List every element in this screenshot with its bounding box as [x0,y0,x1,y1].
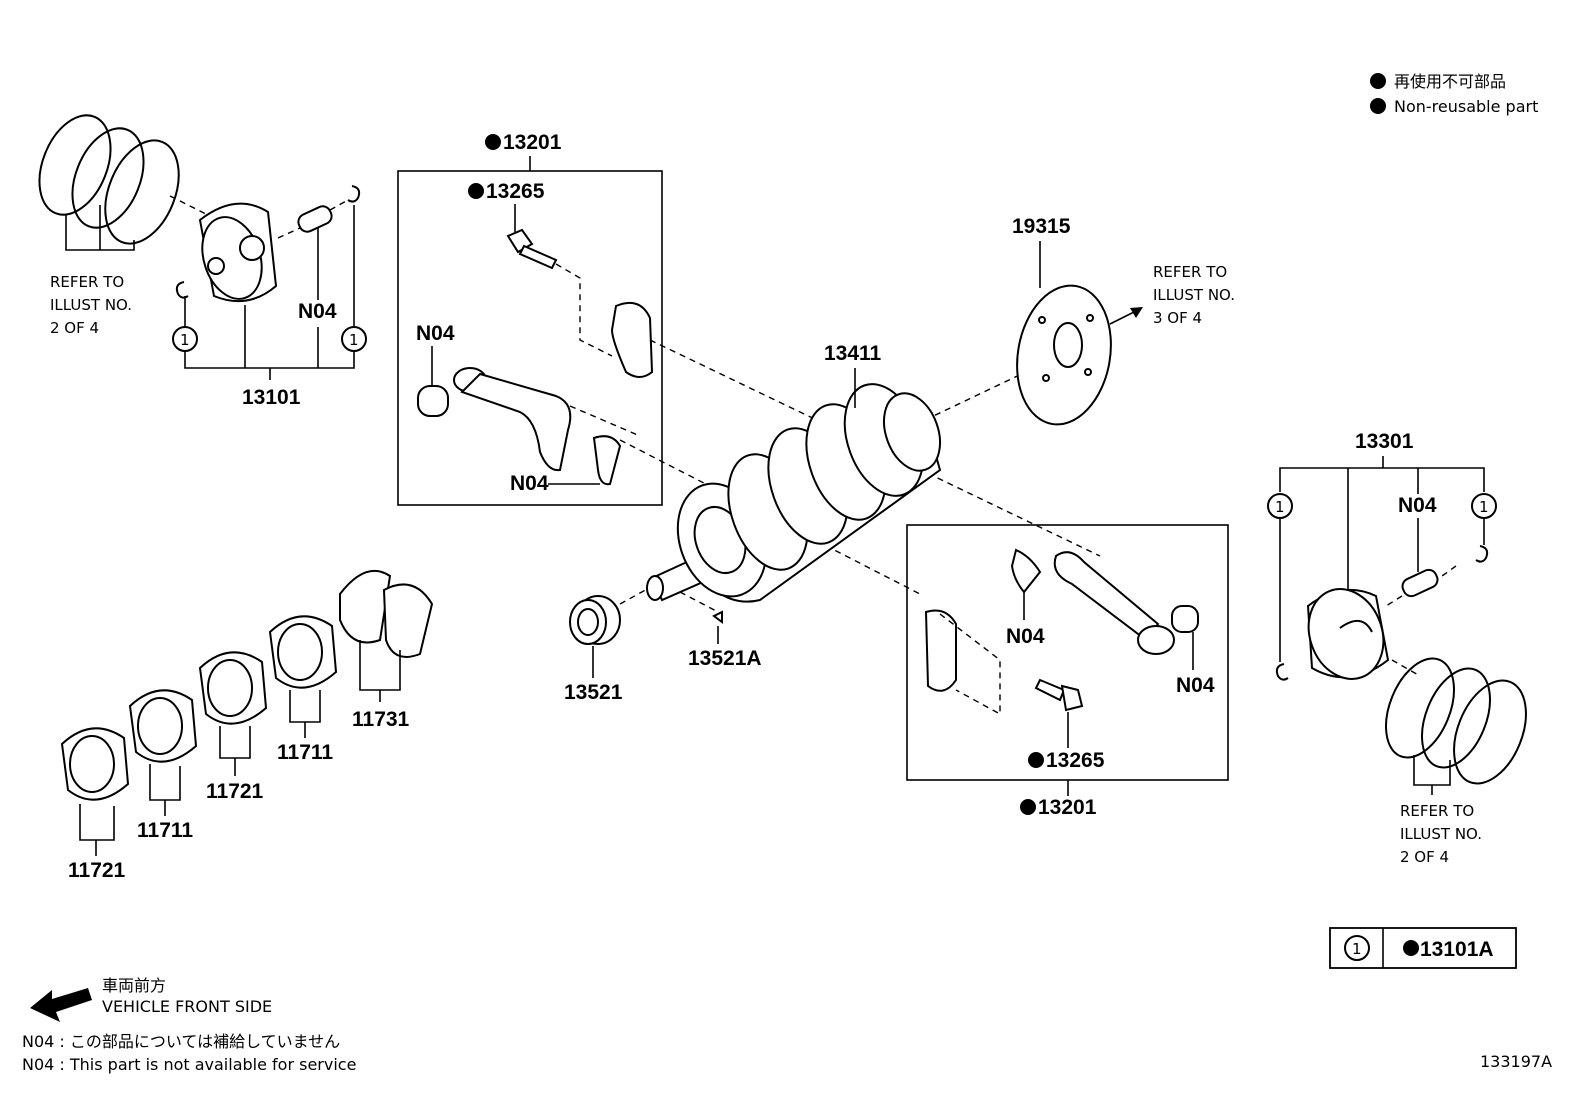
rod-cap-icon [924,609,957,692]
snap-ring-icon [1275,663,1289,681]
label-13101: 13101 [242,386,301,409]
piston-pin-icon [297,205,333,233]
refer-right-line1: REFER TO [1400,802,1474,820]
crankshaft-icon [646,383,942,603]
rod-set-bottom: N04 N04 13265 [906,524,1229,781]
non-reusable-bullet-icon [485,134,501,150]
piston-ring-icon [1453,679,1527,785]
legend-ja: 再使用不可部品 [1394,72,1506,91]
bearing-icon [268,615,338,689]
front-arrow-icon [30,988,92,1022]
key-icon [712,610,723,624]
non-reusable-bullet-icon [468,183,484,199]
label-13101a: 13101A [1420,938,1494,961]
bolt-icon [1034,678,1084,712]
snap-ring-icon [347,185,361,203]
drive-plate-icon [1016,284,1112,426]
gear-icon [569,595,621,645]
circle-1-text: 1 [1275,498,1285,516]
piston-icon [1306,588,1390,680]
refer-right-line3: 2 OF 4 [1400,848,1449,866]
label-11721-a: 11721 [206,780,264,803]
label-11711-a: 11711 [277,741,333,764]
label-13265-bottom: 13265 [1046,749,1105,772]
label-11711-b: 11711 [137,819,193,842]
non-reusable-bullet-icon [1403,940,1419,956]
bushing-icon [417,385,449,417]
refer-plate-line1: REFER TO [1153,263,1227,281]
bushing-icon [1171,605,1199,633]
piston-ring-icon [1421,667,1491,769]
piston-pin-icon [1401,568,1439,598]
illustration-number: 133197A [1480,1052,1552,1071]
bearing-icon [339,569,434,658]
circle-1-text: 1 [1479,498,1489,516]
snap-ring-icon [175,281,189,299]
refer-plate-line2: ILLUST NO. [1153,286,1235,304]
circle-1-text: 1 [1352,940,1362,958]
piston-ring-icon [71,127,145,229]
front-ja: 車両前方 [102,976,166,995]
bearing-icon [198,651,268,725]
rod-set-top: 13201 13265 N04 N04 [397,131,663,506]
non-reusable-bullet-icon [1370,98,1386,114]
label-n04: N04 [1176,674,1215,697]
front-en: VEHICLE FRONT SIDE [102,997,272,1016]
piston-icon [198,202,278,303]
label-n04: N04 [416,322,455,345]
connecting-rod-icon [1053,551,1175,655]
label-13521a: 13521A [688,647,762,670]
piston-ring-icon [104,139,180,245]
circle-1-icon [1344,935,1370,961]
rod-bearing-icon [1010,548,1042,594]
non-reusable-bullet-icon [1020,799,1036,815]
rod-cap-icon [610,302,654,378]
front-indicator: 車両前方 VEHICLE FRONT SIDE [30,976,272,1022]
label-11721-b: 11721 [68,859,126,882]
label-13201-bottom: 13201 [1038,796,1097,819]
bearing-icon [128,689,198,763]
piston-ring-icon [1385,657,1455,759]
footnote-en: N04 : This part is not available for ser… [22,1055,356,1074]
kit-box: 1 13101A [1329,927,1517,969]
label-n04: N04 [1398,494,1437,517]
label-13265-top: 13265 [486,180,545,203]
snap-ring-icon [1475,545,1489,563]
piston-left-group: REFER TO ILLUST NO. 2 OF 4 1 1 N04 13101 [38,114,367,409]
label-13411: 13411 [824,342,882,365]
legend-en: Non-reusable part [1394,97,1538,116]
footnote-ja: N04 : この部品については補給していません [22,1032,340,1051]
circle-1-text: 1 [349,331,359,349]
arrow-icon [1130,307,1143,318]
label-n04: N04 [298,300,337,323]
legend: 再使用不可部品 Non-reusable part [1370,72,1538,116]
label-13201-top: 13201 [503,131,562,154]
circle-1-text: 1 [180,331,190,349]
bearing-icon [60,727,130,801]
refer-left-line3: 2 OF 4 [50,319,99,337]
non-reusable-bullet-icon [1370,73,1386,89]
bolt-icon [506,228,558,270]
piston-right-group: 13301 1 1 N04 REFER TO ILLUST NO. 2 OF 4 [1267,430,1527,866]
main-bearings: 11731 11711 11721 11711 11721 [60,569,434,882]
label-11731: 11731 [352,708,410,731]
refer-left-line2: ILLUST NO. [50,296,132,314]
label-19315: 19315 [1012,215,1071,238]
refer-left-line1: REFER TO [50,273,124,291]
piston-ring-icon [38,114,112,216]
refer-plate-line3: 3 OF 4 [1153,309,1202,327]
label-n04: N04 [1006,625,1045,648]
rod-bearing-icon [592,435,622,486]
label-13301: 13301 [1355,430,1414,453]
label-13521: 13521 [564,681,623,704]
connecting-rod-icon [453,367,572,472]
non-reusable-bullet-icon [1028,752,1044,768]
label-n04: N04 [510,472,549,495]
refer-right-line2: ILLUST NO. [1400,825,1482,843]
